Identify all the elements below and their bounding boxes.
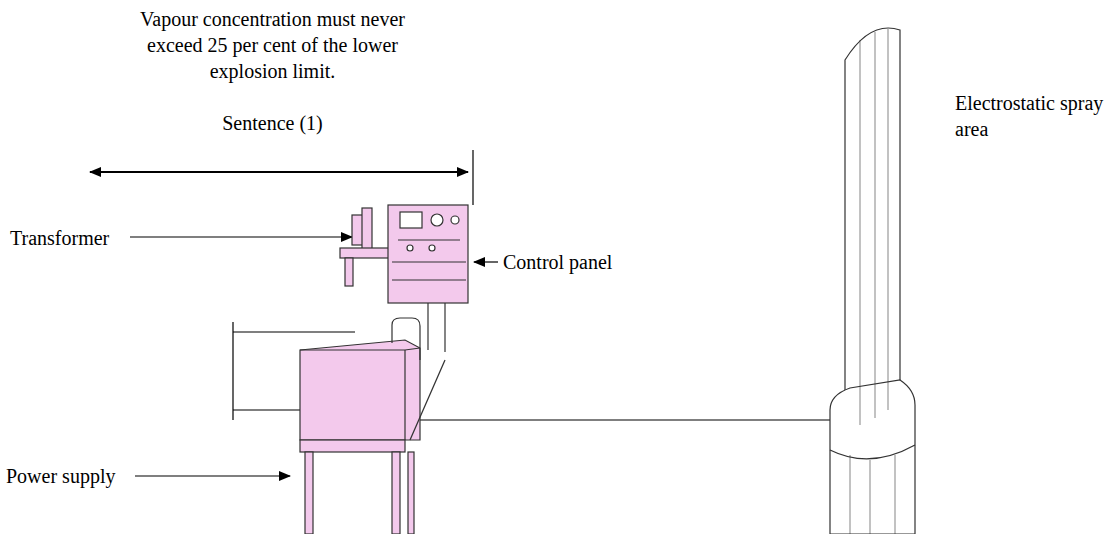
bracket (232, 322, 233, 420)
leader-line (474, 261, 498, 262)
control-panel (388, 205, 468, 352)
transformer (340, 208, 392, 286)
note-reference: Sentence (1) (135, 110, 410, 136)
dimension-arrow (90, 171, 468, 173)
power-supply (300, 318, 445, 534)
note-text: Vapour concentration must never exceed 2… (135, 6, 410, 84)
leader-line (135, 475, 290, 476)
cable (420, 419, 835, 420)
limit-line (472, 150, 473, 205)
leader-line (130, 236, 352, 237)
part-label: Transformer (10, 225, 130, 251)
area-label: Electrostatic spray area (955, 90, 1105, 142)
spray-column (830, 28, 915, 534)
cable (233, 331, 355, 332)
part-label: Control panel (503, 249, 643, 275)
part-label: Power supply (6, 463, 134, 489)
cable (233, 409, 300, 410)
